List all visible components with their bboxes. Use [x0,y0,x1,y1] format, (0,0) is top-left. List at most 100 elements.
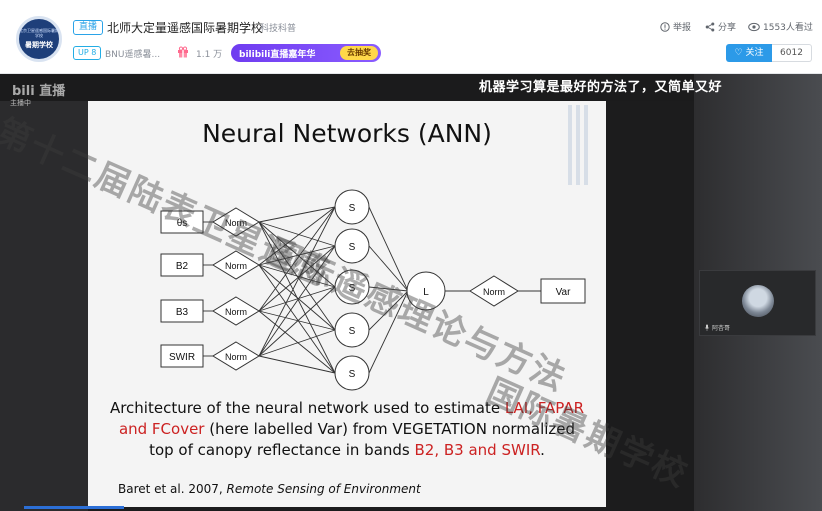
norm-node-3 [212,296,260,326]
input-label-theta: θs [177,218,188,229]
logo-line1: 北京卫星遥感国际暑期学校 [19,28,59,38]
norm-to-hidden-edge-4-1 [258,206,336,357]
network-edges [203,206,541,374]
report-button[interactable]: 举报 [660,20,691,33]
buffer-progress-bar[interactable] [24,506,124,509]
report-label: 举报 [673,23,692,33]
caption-text-1a: Architecture of the neural network used … [109,399,505,417]
citation-author: Baret et al. 2007, [118,482,227,496]
norm-to-hidden-edge-2-2 [258,245,336,266]
caption-highlight-2: and FCover [118,420,205,438]
norm-to-hidden-edge-2-5 [258,264,336,374]
promo-text: bilibili直播嘉年华 [239,49,316,60]
norm-to-hidden-edge-3-3 [258,286,336,312]
room-logo[interactable]: 北京卫星遥感国际暑期学校 暑期学校 [16,16,62,62]
norm-label-1: Norm [225,218,247,228]
share-label: 分享 [718,23,737,33]
hidden-label-2: S [349,242,356,253]
follow-group: ♡ 关注 6012 [726,44,812,62]
input-box-b3 [160,299,204,323]
output-norm-node [469,275,519,307]
caption-text-2b: (here labelled Var) from VEGETATION norm… [204,420,576,438]
norm-to-hidden-edge-1-3 [258,221,336,288]
eye-icon [748,22,760,31]
input-box-theta [160,210,204,234]
hidden-label-3: S [349,283,356,294]
hidden-neuron-3 [334,269,370,305]
warning-icon [660,21,670,32]
norm-to-hidden-edge-2-4 [258,264,336,331]
input-label-b3: B3 [176,307,189,318]
gift-icon [178,46,188,58]
slide-citation: Baret et al. 2007, Remote Sensing of Env… [118,482,421,496]
hidden-to-output-edge-2 [368,245,409,292]
norm-to-hidden-edge-1-1 [258,206,336,223]
hidden-neuron-4 [334,312,370,348]
speaker-name-label: 阿杏哥 [712,325,731,332]
output-neuron [406,271,446,311]
promo-banner[interactable]: bilibili直播嘉年华 去抽奖 [231,44,381,62]
caption-highlight-1: LAI, FAPAR [504,399,585,417]
follow-label: 关注 [745,48,764,58]
room-category[interactable]: 科技科普 [260,24,297,34]
norm-to-hidden-edge-3-2 [258,245,336,312]
heart-icon: ♡ [734,48,743,58]
citation-journal: Remote Sensing of Environment [226,482,421,496]
caption-line-3: top of canopy reflectance in bands B2, B… [88,440,606,461]
norm-label-3: Norm [225,307,247,317]
hidden-to-output-edge-5 [368,290,409,374]
video-player[interactable]: bili 直播 主播中 机器学习算是最好的方法了，又简单又好 Neural Ne… [0,74,822,511]
norm-to-hidden-edge-4-3 [258,286,336,357]
input-label-b2: B2 [176,261,189,272]
hidden-label-4: S [349,326,356,337]
hidden-to-output-edge-4 [368,290,409,331]
speaker-avatar [742,285,774,317]
speaker-name: 阿杏哥 [704,323,730,332]
share-button[interactable]: 分享 [705,20,736,33]
hidden-to-output-edge-1 [368,206,409,292]
var-box [540,278,586,304]
norm-to-hidden-edge-3-4 [258,310,336,331]
microphone-icon [704,324,710,331]
subtitle-bar [0,74,694,101]
caption-highlight-3: B2, B3 and SWIR [414,441,541,459]
follower-count: 6012 [772,44,812,62]
norm-label-4: Norm [225,352,247,362]
norm-to-hidden-edge-3-1 [258,206,336,312]
hidden-neuron-2 [334,228,370,264]
hidden-to-output-edge-3 [368,286,409,292]
up-name[interactable]: BNU遥感暑... [105,50,161,60]
caption-text-3b: . [540,441,545,459]
bilibili-live-logo: bili 直播 [12,84,66,99]
caption-text-3a: top of canopy reflectance in bands [149,441,415,459]
norm-to-hidden-edge-1-2 [258,221,336,247]
input-label-swir: SWIR [169,352,195,363]
viewer-count: 1553人看过 [748,20,813,33]
live-subtitle: 机器学习算是最好的方法了，又简单又好 [478,80,722,95]
norm-to-hidden-edge-2-1 [258,206,336,266]
hidden-neuron-5 [334,355,370,391]
fans-count: 1.1 万 [196,50,223,60]
live-badge: 直播 [73,20,104,35]
speaker-camera-tile[interactable]: 阿杏哥 [699,270,816,336]
caption-line-2: and FCover (here labelled Var) from VEGE… [88,419,606,440]
output-norm-label: Norm [483,287,505,297]
norm-label-2: Norm [225,261,247,271]
var-label: Var [556,287,571,298]
lottery-button[interactable]: 去抽奖 [340,46,378,60]
room-header: 北京卫星遥感国际暑期学校 暑期学校 直播 北师大定量遥感国际暑期学校 科技科普 … [0,0,822,74]
logo-line2: 暑期学校 [25,41,53,49]
caption-line-1: Architecture of the neural network used … [88,398,606,419]
input-box-b2 [160,253,204,277]
input-box-swir [160,344,204,368]
share-icon [705,22,715,31]
follow-button[interactable]: ♡ 关注 [726,44,772,62]
norm-node-2 [212,250,260,280]
up-level-badge: UP 8 [73,46,102,60]
norm-to-hidden-edge-3-5 [258,310,336,374]
hidden-label-5: S [349,369,356,380]
neural-network-diagram: θs B2 B3 SWIR Norm Norm Norm Norm S S S … [160,189,586,391]
norm-to-hidden-edge-4-2 [258,245,336,357]
slide-title: Neural Networks (ANN) [202,119,492,148]
anchor-tag: 主播中 [10,99,31,107]
